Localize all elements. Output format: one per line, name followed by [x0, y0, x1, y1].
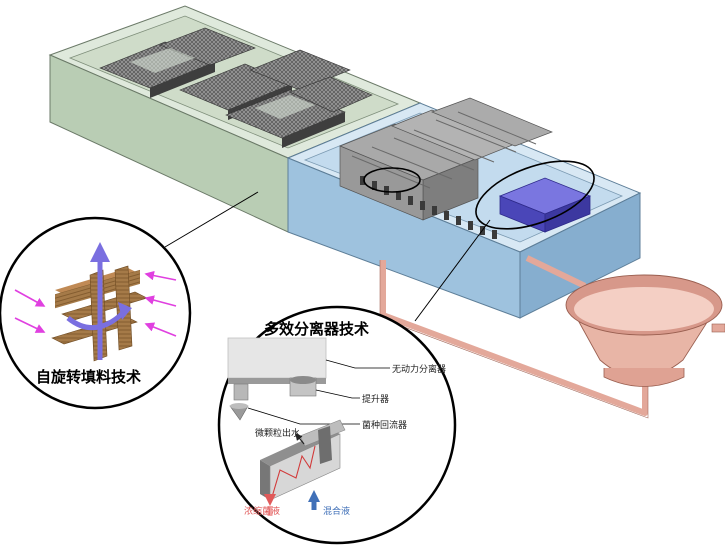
rotation-arrow [66, 242, 132, 360]
concentrate-vessel [565, 274, 725, 387]
unpowered-separator-graphic [227, 337, 327, 421]
label-lifter: 提升器 [362, 395, 390, 405]
particle-separator-graphic [260, 419, 346, 516]
left-leader-line [164, 191, 259, 248]
packing-highlight-oval [363, 167, 421, 193]
label-mixed-liquor: 混合液 [323, 507, 351, 517]
label-concentrated-sludge: 浓缩菌液 [244, 507, 281, 517]
packing-callout [0, 216, 192, 410]
separator-technology-title: 多效分离器技术 [264, 320, 370, 338]
separator-callout [217, 305, 457, 545]
pipe-system-outline [379, 260, 649, 419]
packing-modules [99, 27, 373, 148]
pipe-system [380, 255, 648, 416]
right-leader-line [414, 219, 491, 322]
purple-separator-unit [498, 177, 592, 233]
separator-highlight-oval [475, 160, 595, 230]
label-particle-outlet: 微颗粒出水 [255, 429, 301, 439]
label-unpowered-separator: 无动力分离器 [392, 365, 447, 375]
flow-arrows [14, 270, 177, 337]
label-reflux-device: 菌种回流器 [362, 421, 408, 431]
packing-technology-title: 自旋转填料技术 [36, 368, 142, 386]
